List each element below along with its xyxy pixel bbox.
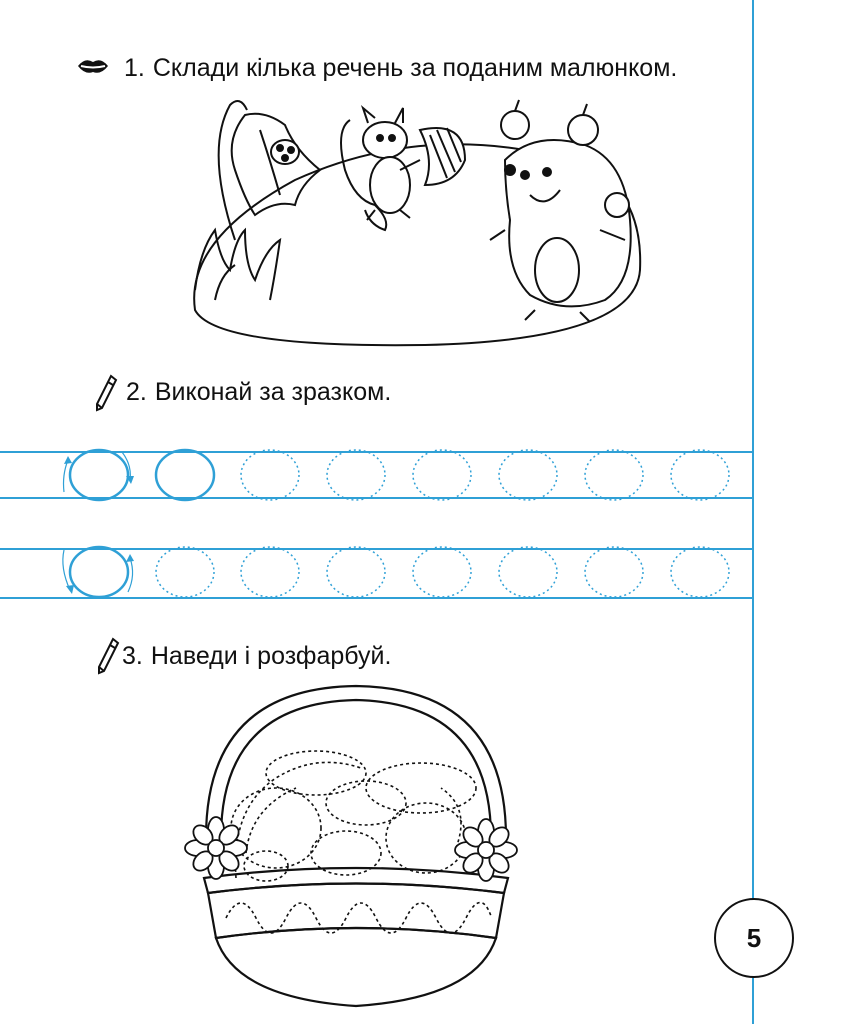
task-3-text: Наведи і розфарбуй. [150,642,392,670]
task-2-number: 2. [126,378,147,406]
task-3-number: 3. [122,642,143,670]
task-2-text: Виконай за зразком. [154,378,392,406]
task-1-instruction: 1.Склади кілька речень за поданим малюнк… [124,54,677,83]
ruled-line [0,548,752,550]
page-number: 5 [746,922,762,953]
ruled-line [0,597,752,599]
task-1-text: Склади кілька речень за поданим малюнком… [152,54,678,82]
pencil-icon [98,637,120,675]
page-number-badge: 5 [714,898,794,978]
lips-icon [78,60,108,73]
animals-illustration [193,99,642,347]
page-margin-line [752,0,754,1024]
task-2-instruction: 2.Виконай за зразком. [126,378,391,407]
ruled-line [0,451,752,453]
task-1-number: 1. [124,54,145,82]
basket-illustration [184,684,518,1008]
pencil-icon [96,374,118,412]
ruled-line [0,497,752,499]
oval-tracing-rows [62,448,730,599]
task-3-instruction: 3.Наведи і розфарбуй. [122,642,391,671]
